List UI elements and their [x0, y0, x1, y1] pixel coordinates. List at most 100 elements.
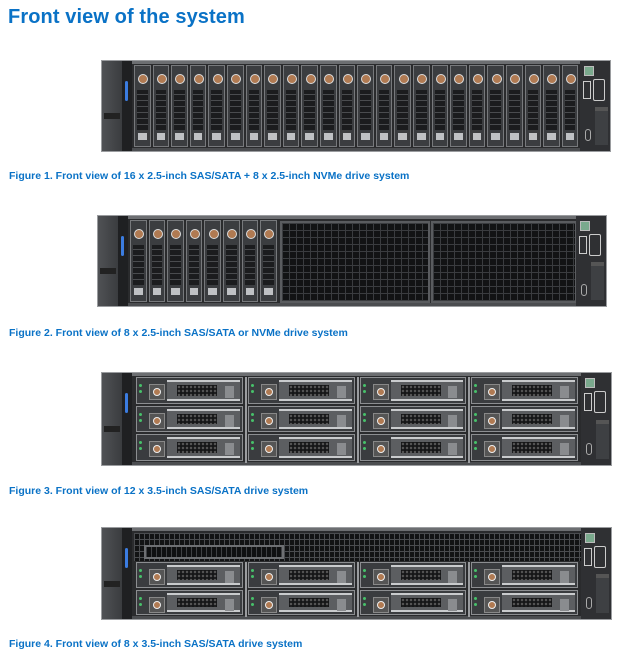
drive-release-icon [268, 74, 279, 84]
drive-release-icon [484, 569, 501, 585]
drive-release-icon [152, 229, 163, 239]
drive-bay-2-5 [338, 65, 356, 147]
drive-release-icon [156, 74, 167, 84]
info-tag [591, 261, 604, 300]
drive-release-icon [227, 229, 238, 239]
bay-divider [468, 562, 471, 617]
drive-bay-2-5 [375, 65, 393, 147]
drive-bay-3-5 [359, 434, 467, 461]
drive-bay-2-5 [134, 65, 151, 147]
drive-blank-right [431, 221, 577, 303]
drive-bay-3-5 [136, 589, 243, 615]
drive-bay-2-5 [189, 65, 207, 147]
vga-port-icon [589, 234, 601, 256]
left-control-panel [98, 216, 118, 306]
drive-bay-2-5 [260, 220, 277, 302]
drive-bay-2-5 [264, 65, 281, 147]
right-control-panel [580, 61, 610, 151]
usb-port-icon [583, 81, 591, 99]
drive-bay-2-5 [208, 65, 225, 147]
drive-bay-3-5 [471, 405, 578, 433]
drive-release-icon [134, 229, 145, 239]
drive-bay-2-5 [357, 65, 374, 147]
vga-port-icon [594, 391, 606, 413]
drive-bay-3-5 [247, 405, 355, 433]
drive-release-icon [190, 229, 201, 239]
drive-release-icon [566, 74, 577, 84]
drive-release-icon [435, 74, 446, 84]
drive-bay-3-5 [136, 562, 243, 588]
drive-bay-3-5 [136, 434, 243, 461]
drive-release-icon [484, 441, 501, 458]
bay-divider [244, 562, 247, 617]
drive-release-icon [260, 384, 277, 400]
usb-c-port-icon [581, 284, 587, 296]
info-tag [596, 420, 609, 459]
drive-release-icon [305, 74, 316, 84]
drive-release-icon [547, 74, 558, 84]
usb-port-icon [584, 548, 592, 566]
server-front-image-8x25 [97, 215, 607, 307]
drive-release-icon [149, 384, 165, 400]
drive-bay-3-5 [471, 589, 578, 615]
drive-release-icon [372, 569, 389, 585]
drive-release-icon [260, 596, 277, 613]
drive-release-icon [260, 412, 277, 429]
drive-bay-3-5 [136, 405, 243, 433]
drive-bay-2-5 [223, 220, 240, 302]
server-front-image-12x35 [101, 372, 612, 466]
right-control-panel [576, 216, 606, 306]
server-front-image-8x35 [101, 527, 612, 620]
left-control-panel [102, 61, 122, 151]
drive-bay-2-5 [394, 65, 411, 147]
power-button-icon [585, 378, 595, 388]
drive-bay-2-5 [204, 220, 221, 302]
status-led-strip [118, 216, 128, 306]
drive-bay-2-5 [506, 65, 523, 147]
usb-port-icon [579, 236, 587, 254]
drive-bay-2-5 [301, 65, 318, 147]
drive-release-icon [510, 74, 521, 84]
usb-c-port-icon [586, 597, 592, 609]
bay-divider [244, 377, 247, 463]
drive-bay-2-5 [320, 65, 337, 147]
figure-caption-2: Figure 2. Front view of 8 x 2.5-inch SAS… [9, 327, 348, 339]
figure-caption-4: Figure 4. Front view of 8 x 3.5-inch SAS… [9, 638, 303, 650]
drive-bay-3-5 [136, 377, 243, 404]
drive-release-icon [264, 229, 275, 239]
right-control-panel [581, 528, 611, 619]
drive-release-icon [484, 384, 501, 400]
drive-bay-3-5 [247, 562, 355, 588]
drive-release-icon [171, 229, 182, 239]
status-led-strip [122, 528, 132, 619]
drive-bay-2-5 [148, 220, 166, 302]
drive-bay-2-5 [227, 65, 244, 147]
drive-release-icon [361, 74, 372, 84]
drive-release-icon [484, 412, 501, 429]
vga-port-icon [594, 546, 606, 568]
drive-release-icon [491, 74, 502, 84]
drive-release-icon [249, 74, 260, 84]
bay-divider [356, 377, 359, 463]
drive-release-icon [372, 441, 389, 458]
drive-bay-2-5 [185, 220, 203, 302]
drive-bay-2-5 [152, 65, 170, 147]
drive-release-icon [231, 74, 242, 84]
drive-release-icon [484, 596, 501, 613]
drive-bay-2-5 [282, 65, 300, 147]
drive-release-icon [149, 569, 165, 585]
info-tag [595, 106, 608, 145]
figure-caption-3: Figure 3. Front view of 12 x 3.5-inch SA… [9, 485, 309, 497]
drive-release-icon [372, 412, 389, 429]
drive-bay-3-5 [471, 434, 578, 461]
drive-bay-2-5 [431, 65, 449, 147]
drive-release-icon [260, 441, 277, 458]
drive-release-icon [149, 596, 165, 613]
left-control-panel [102, 528, 122, 619]
vga-port-icon [593, 79, 605, 101]
drive-release-icon [398, 74, 409, 84]
figure-caption-1: Figure 1. Front view of 16 x 2.5-inch SA… [9, 170, 410, 182]
drive-bay-2-5 [245, 65, 263, 147]
drive-release-icon [208, 229, 219, 239]
drive-release-icon [372, 596, 389, 613]
